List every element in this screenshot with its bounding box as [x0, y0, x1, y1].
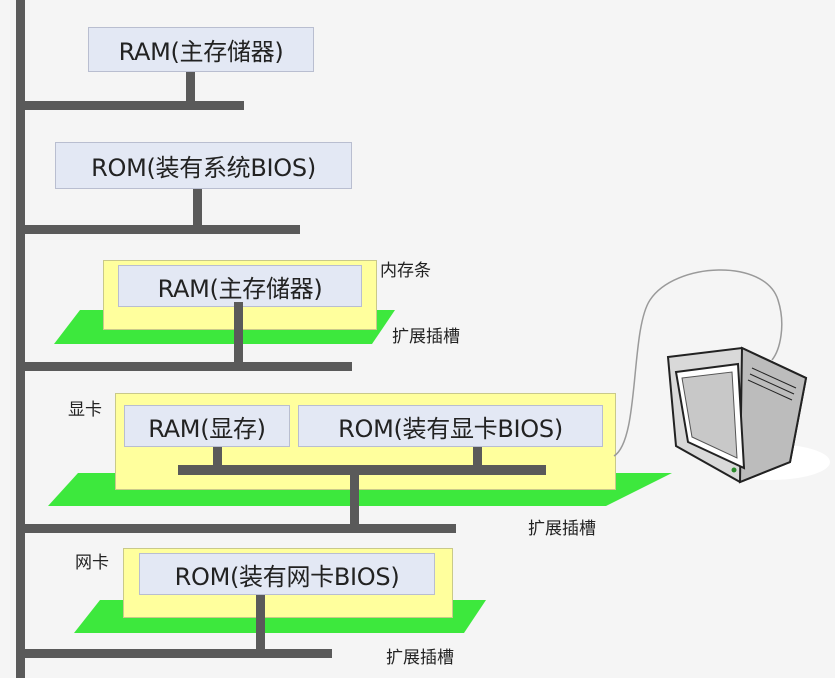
- bus-branch-4: [16, 524, 456, 533]
- network-card-label: 网卡: [75, 553, 109, 573]
- bios-rom-connector: [193, 189, 202, 231]
- memory-module-connector: [234, 302, 243, 366]
- vram-connector: [213, 447, 222, 471]
- graphics-card-label: 显卡: [68, 400, 102, 420]
- network-slot-label: 扩展插槽: [386, 648, 454, 668]
- graphics-card-connector: [350, 475, 359, 530]
- bus-branch-2: [16, 225, 300, 234]
- bus-branch-1: [16, 101, 244, 110]
- graphics-internal-bus: [178, 465, 546, 475]
- system-bios-rom-chip: ROM(装有系统BIOS): [55, 142, 352, 189]
- graphics-bios-rom-chip: ROM(装有显卡BIOS): [298, 405, 603, 447]
- main-ram-connector: [186, 72, 195, 105]
- network-bios-rom-chip: ROM(装有网卡BIOS): [139, 553, 435, 595]
- bus-branch-3: [16, 362, 352, 371]
- bus-branch-5: [16, 649, 332, 658]
- vrom-connector: [473, 447, 482, 471]
- graphics-vram-chip: RAM(显存): [124, 405, 290, 447]
- main-ram-chip: RAM(主存储器): [88, 27, 314, 72]
- memory-module-label: 内存条: [380, 261, 431, 281]
- memory-slot-label: 扩展插槽: [392, 327, 460, 347]
- network-card-connector: [256, 595, 265, 655]
- graphics-slot-label: 扩展插槽: [528, 519, 596, 539]
- system-bus-vertical: [16, 0, 25, 678]
